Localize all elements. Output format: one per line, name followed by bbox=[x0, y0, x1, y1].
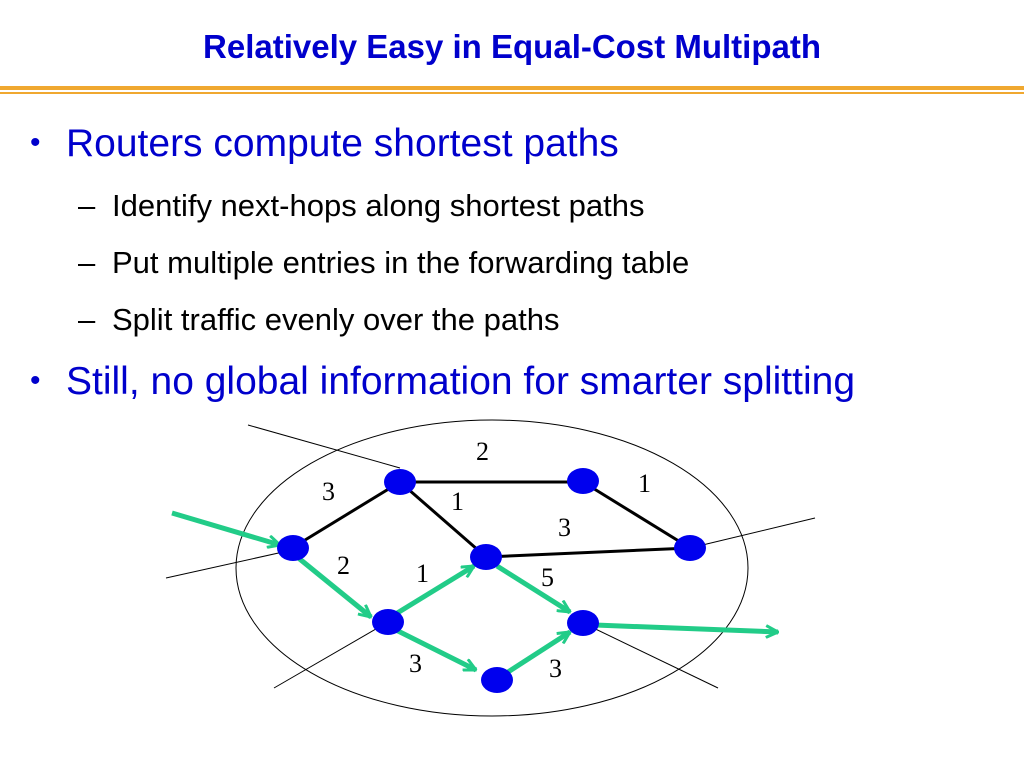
weight-label-E-D: 3 bbox=[558, 513, 571, 542]
sub-bullet-1: –Identify next-hops along shortest paths bbox=[78, 188, 645, 224]
network-boundary bbox=[235, 419, 749, 717]
flow-arrow-F-H bbox=[394, 627, 476, 673]
external-link bbox=[582, 622, 719, 689]
flow-arrow-F-E bbox=[392, 563, 474, 618]
external-link bbox=[165, 549, 293, 579]
bullet-marker: • bbox=[30, 126, 41, 159]
router-node-E bbox=[470, 544, 502, 570]
bullet-1: • Routers compute shortest paths bbox=[30, 122, 619, 166]
sub-bullet-1-text: Identify next-hops along shortest paths bbox=[112, 188, 645, 223]
sub-bullet-marker: – bbox=[78, 188, 96, 223]
router-node-B bbox=[384, 469, 416, 495]
weight-label-A-B: 3 bbox=[322, 477, 335, 506]
sub-bullet-2-text: Put multiple entries in the forwarding t… bbox=[112, 245, 690, 280]
weight-label-F-E: 1 bbox=[416, 559, 429, 588]
router-node-H bbox=[481, 667, 513, 693]
sub-bullet-marker: – bbox=[78, 245, 96, 280]
flow-arrow-out bbox=[594, 622, 778, 632]
external-link bbox=[689, 517, 816, 549]
router-node-A bbox=[277, 535, 309, 561]
slide-title: Relatively Easy in Equal-Cost Multipath bbox=[203, 28, 821, 65]
flow-arrow-A-F bbox=[294, 554, 371, 617]
router-node-D bbox=[674, 535, 706, 561]
link-A-B bbox=[291, 480, 401, 550]
sub-bullet-3: –Split traffic evenly over the paths bbox=[78, 302, 559, 338]
router-node-G bbox=[567, 610, 599, 636]
sub-bullet-2: –Put multiple entries in the forwarding … bbox=[78, 245, 689, 281]
bullet-1-text: Routers compute shortest paths bbox=[66, 122, 619, 165]
external-link bbox=[273, 621, 389, 689]
weight-label-E-G: 5 bbox=[541, 563, 554, 592]
bullet-2-text: Still, no global information for smarter… bbox=[66, 360, 856, 403]
link-E-D bbox=[485, 546, 691, 559]
flow-arrow-in bbox=[171, 510, 280, 545]
weight-label-F-H: 3 bbox=[409, 649, 422, 678]
flow-arrow-H-G bbox=[506, 629, 570, 675]
title-rule-thin bbox=[0, 92, 1024, 94]
weight-label-C-D: 1 bbox=[638, 469, 651, 498]
router-node-C bbox=[567, 468, 599, 494]
weight-label-B-C: 2 bbox=[476, 437, 489, 466]
sub-bullet-marker: – bbox=[78, 302, 96, 337]
link-B-E bbox=[399, 480, 487, 559]
weight-label-H-G: 3 bbox=[549, 654, 562, 683]
title-rule-thick bbox=[0, 86, 1024, 90]
link-C-D bbox=[582, 480, 691, 550]
weight-label-A-F: 2 bbox=[337, 551, 350, 580]
flow-arrow-E-G bbox=[495, 563, 570, 615]
bullet-2: • Still, no global information for smarte… bbox=[30, 360, 855, 404]
external-link bbox=[247, 424, 401, 469]
sub-bullet-3-text: Split traffic evenly over the paths bbox=[112, 302, 560, 337]
weight-label-B-E: 1 bbox=[451, 487, 464, 516]
router-node-F bbox=[372, 609, 404, 635]
bullet-marker: • bbox=[30, 364, 41, 397]
